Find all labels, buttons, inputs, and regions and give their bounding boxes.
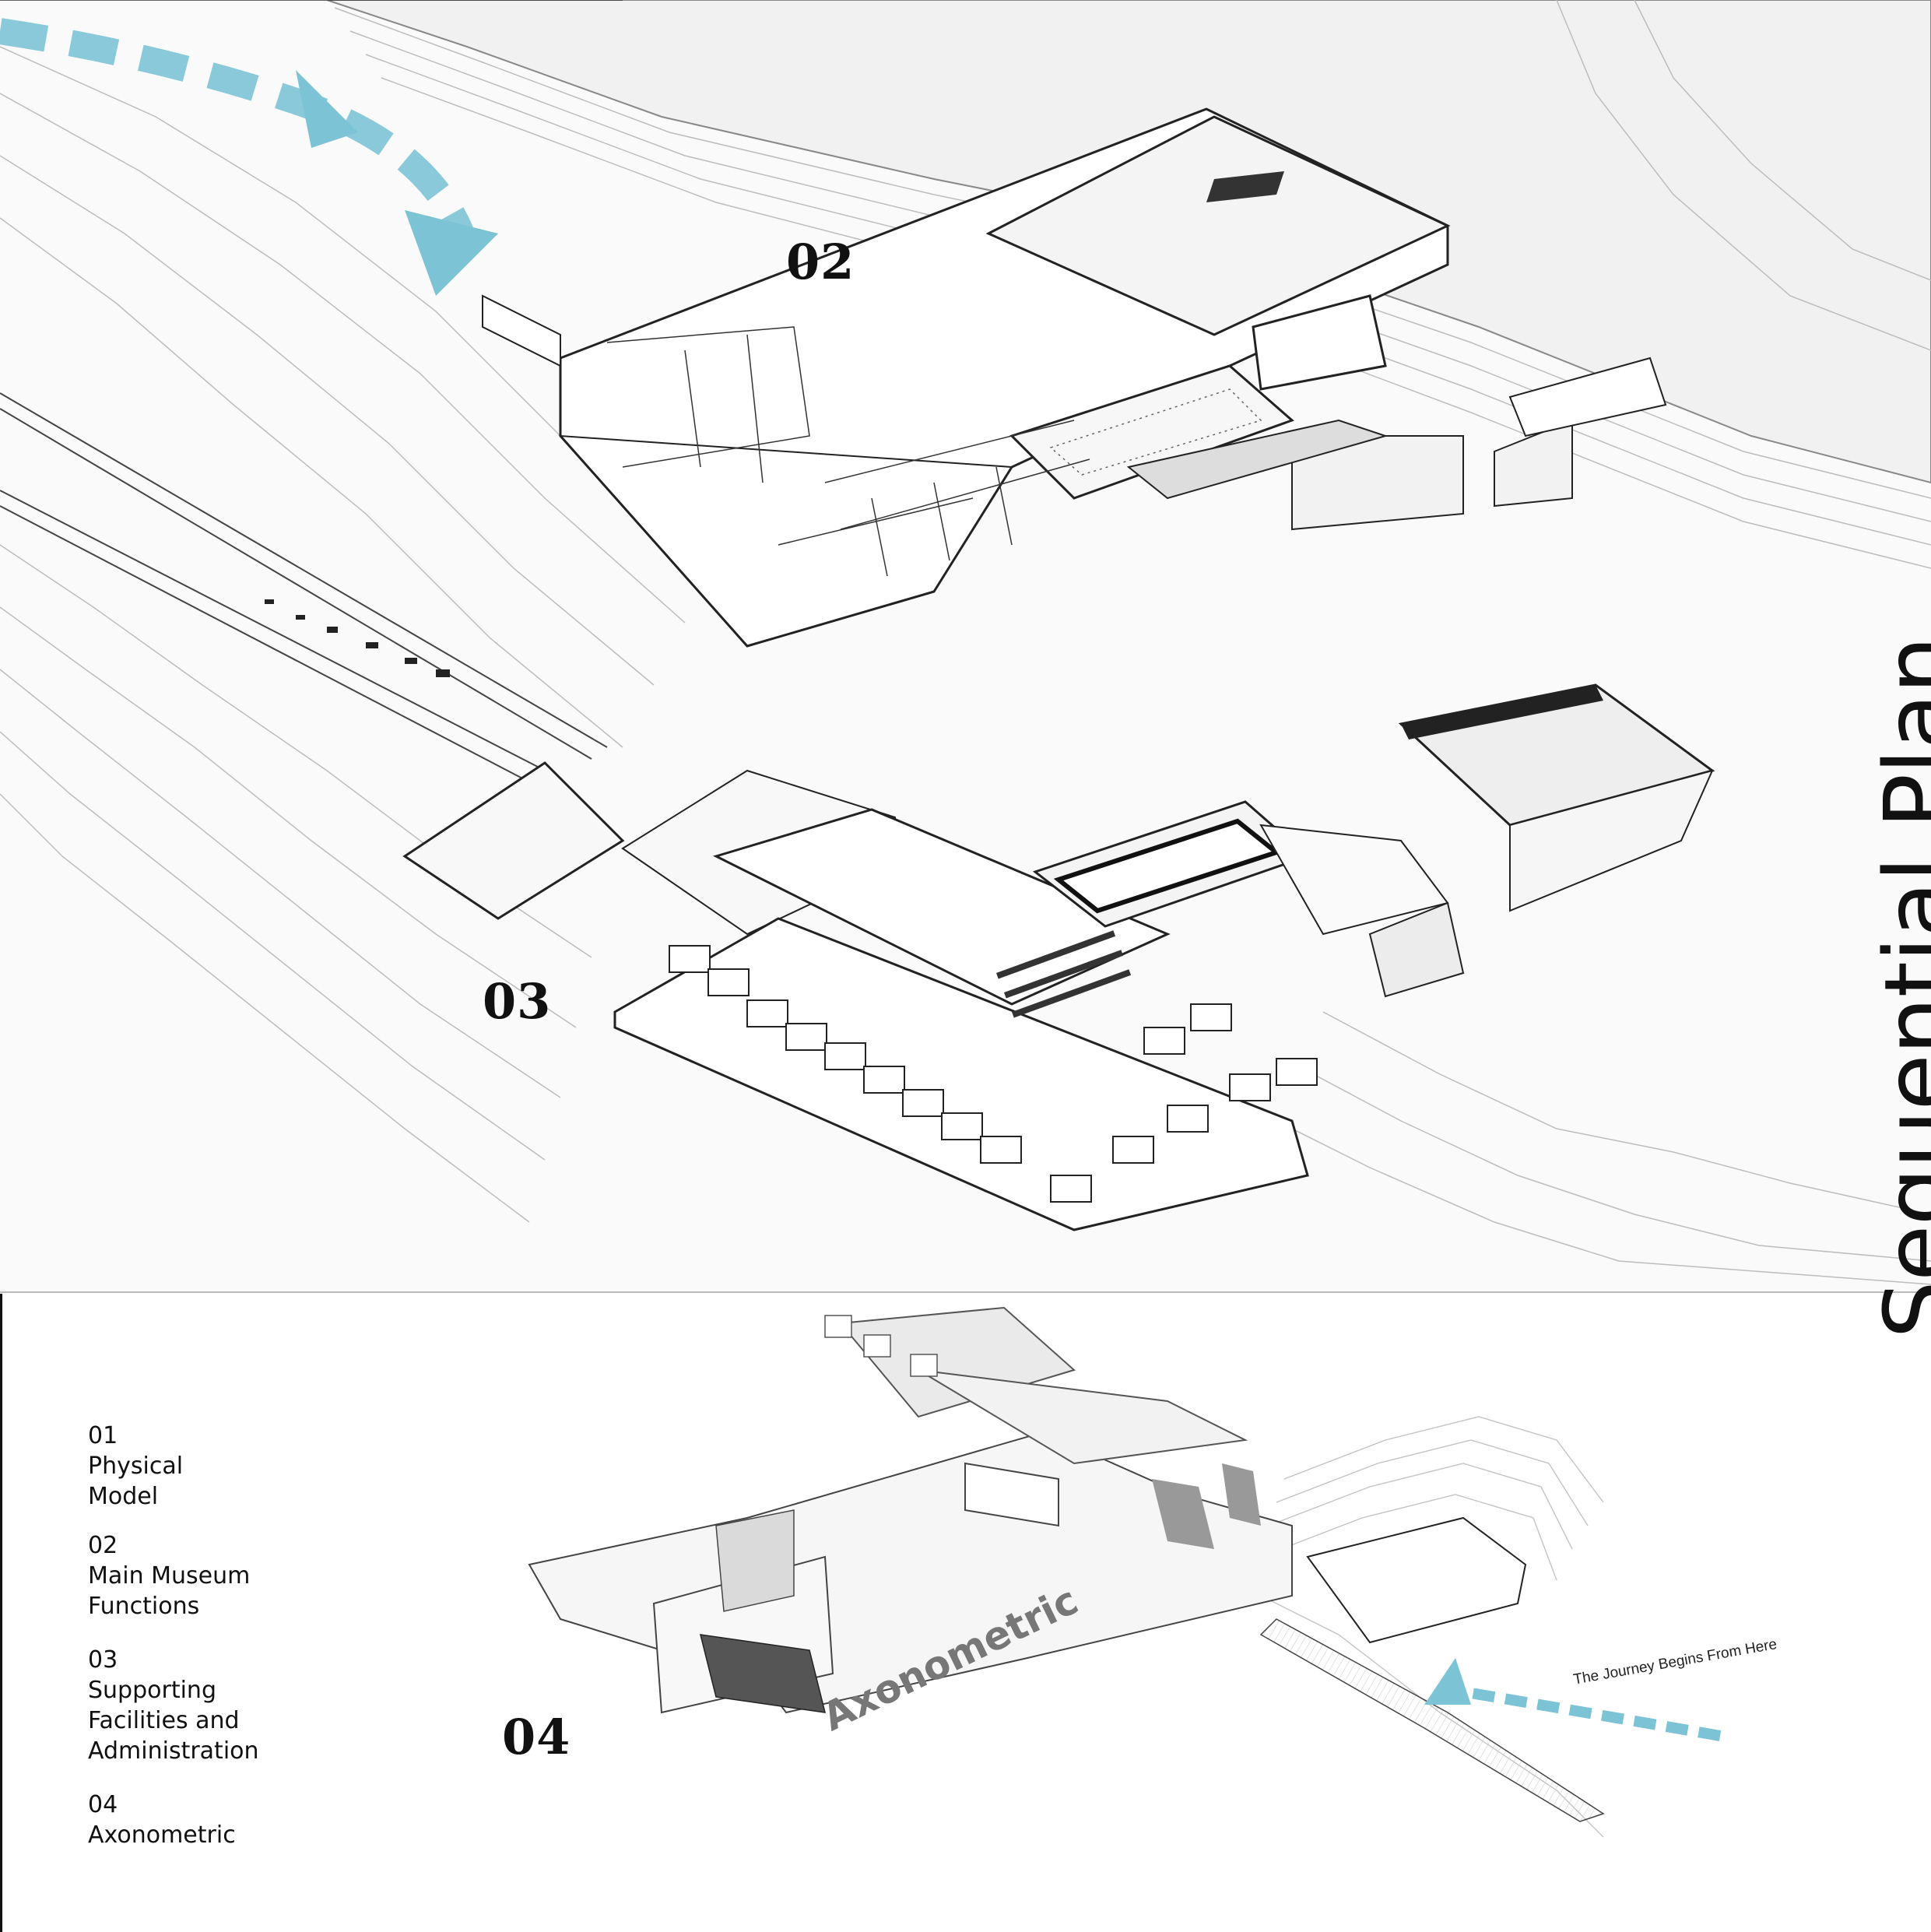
- legend-text-line: Model: [88, 1483, 159, 1510]
- legend-text-line: Functions: [88, 1593, 200, 1620]
- legend-number: 02: [88, 1532, 118, 1559]
- legend-item-04: 04 Axonometric: [88, 1790, 306, 1850]
- journey-arrow-bottom: [1424, 1658, 1722, 1741]
- legend-number: 03: [88, 1646, 118, 1674]
- plan-03-building: [402, 683, 1715, 1231]
- legend-text-line: Physical: [88, 1453, 184, 1480]
- legend-item-02: 02 Main Museum Functions: [88, 1530, 306, 1621]
- legend-text-line: Administration: [88, 1737, 259, 1765]
- journey-arrow-top: [0, 18, 498, 296]
- plan-04-label: 04: [502, 1709, 571, 1765]
- plan-02-label: 02: [786, 234, 855, 290]
- legend-text-line: Main Museum: [88, 1562, 251, 1590]
- legend-number: 04: [88, 1791, 118, 1818]
- plan-03-label: 03: [483, 973, 552, 1030]
- page-title: Sequential Plan: [1864, 636, 1931, 1339]
- plan-02-building: [0, 0, 1667, 648]
- legend-number: 01: [88, 1422, 118, 1449]
- plan-04-axonometric: [528, 1306, 1605, 1838]
- legend-item-01: 01 Physical Model: [88, 1421, 306, 1512]
- legend-text-line: Facilities and: [88, 1707, 240, 1734]
- legend-text-line: Axonometric: [88, 1821, 236, 1849]
- legend-text-line: Supporting: [88, 1677, 216, 1704]
- legend: 01 Physical Model 02 Main Museum Functio…: [88, 1421, 306, 1869]
- legend-item-03: 03 Supporting Facilities and Administrat…: [88, 1645, 306, 1766]
- legend-divider: [0, 1294, 2, 1932]
